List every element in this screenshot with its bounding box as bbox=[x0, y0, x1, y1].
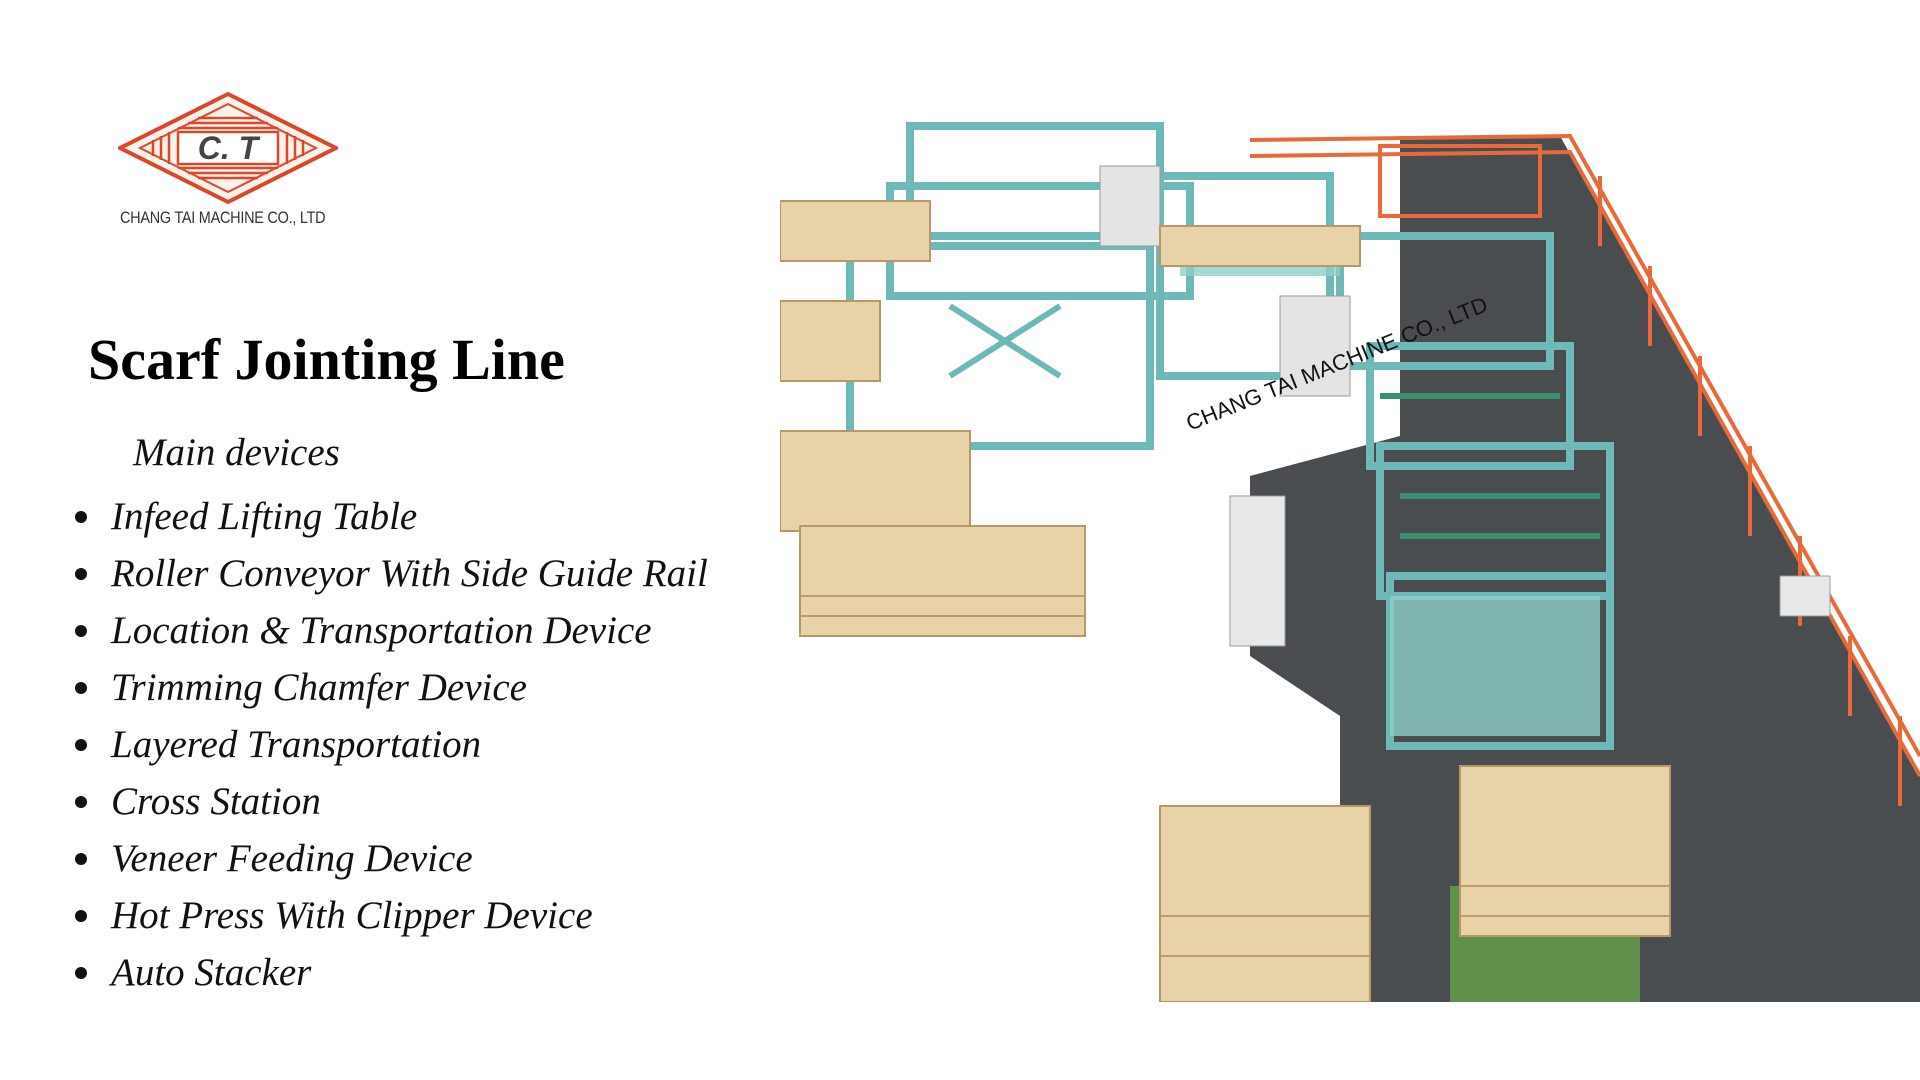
bullet-icon bbox=[75, 909, 87, 922]
company-name: CHANG TAI MACHINE CO., LTD bbox=[120, 208, 326, 227]
list-item: Layered Transportation bbox=[75, 716, 708, 773]
list-item: Infeed Lifting Table bbox=[75, 488, 708, 545]
bullet-icon bbox=[75, 738, 87, 751]
list-item: Auto Stacker bbox=[75, 944, 708, 1001]
bullet-icon bbox=[75, 795, 87, 808]
list-item: Hot Press With Clipper Device bbox=[75, 887, 708, 944]
bullet-icon bbox=[75, 567, 87, 580]
list-item: Cross Station bbox=[75, 773, 708, 830]
bullet-icon bbox=[75, 852, 87, 865]
company-logo: C. T bbox=[118, 92, 338, 204]
list-item: Veneer Feeding Device bbox=[75, 830, 708, 887]
list-item: Trimming Chamfer Device bbox=[75, 659, 708, 716]
machine-photo: CHANG TAI MACHINE CO., LTD bbox=[780, 122, 1920, 1002]
device-list: Infeed Lifting Table Roller Conveyor Wit… bbox=[75, 488, 708, 1001]
bullet-icon bbox=[75, 510, 87, 523]
page-title: Scarf Jointing Line bbox=[88, 327, 565, 392]
bullet-icon bbox=[75, 966, 87, 979]
list-item: Location & Transportation Device bbox=[75, 602, 708, 659]
bullet-icon bbox=[75, 681, 87, 694]
section-subtitle: Main devices bbox=[133, 431, 340, 474]
logo-mark: C. T bbox=[198, 130, 261, 166]
list-item: Roller Conveyor With Side Guide Rail bbox=[75, 545, 708, 602]
bullet-icon bbox=[75, 624, 87, 637]
